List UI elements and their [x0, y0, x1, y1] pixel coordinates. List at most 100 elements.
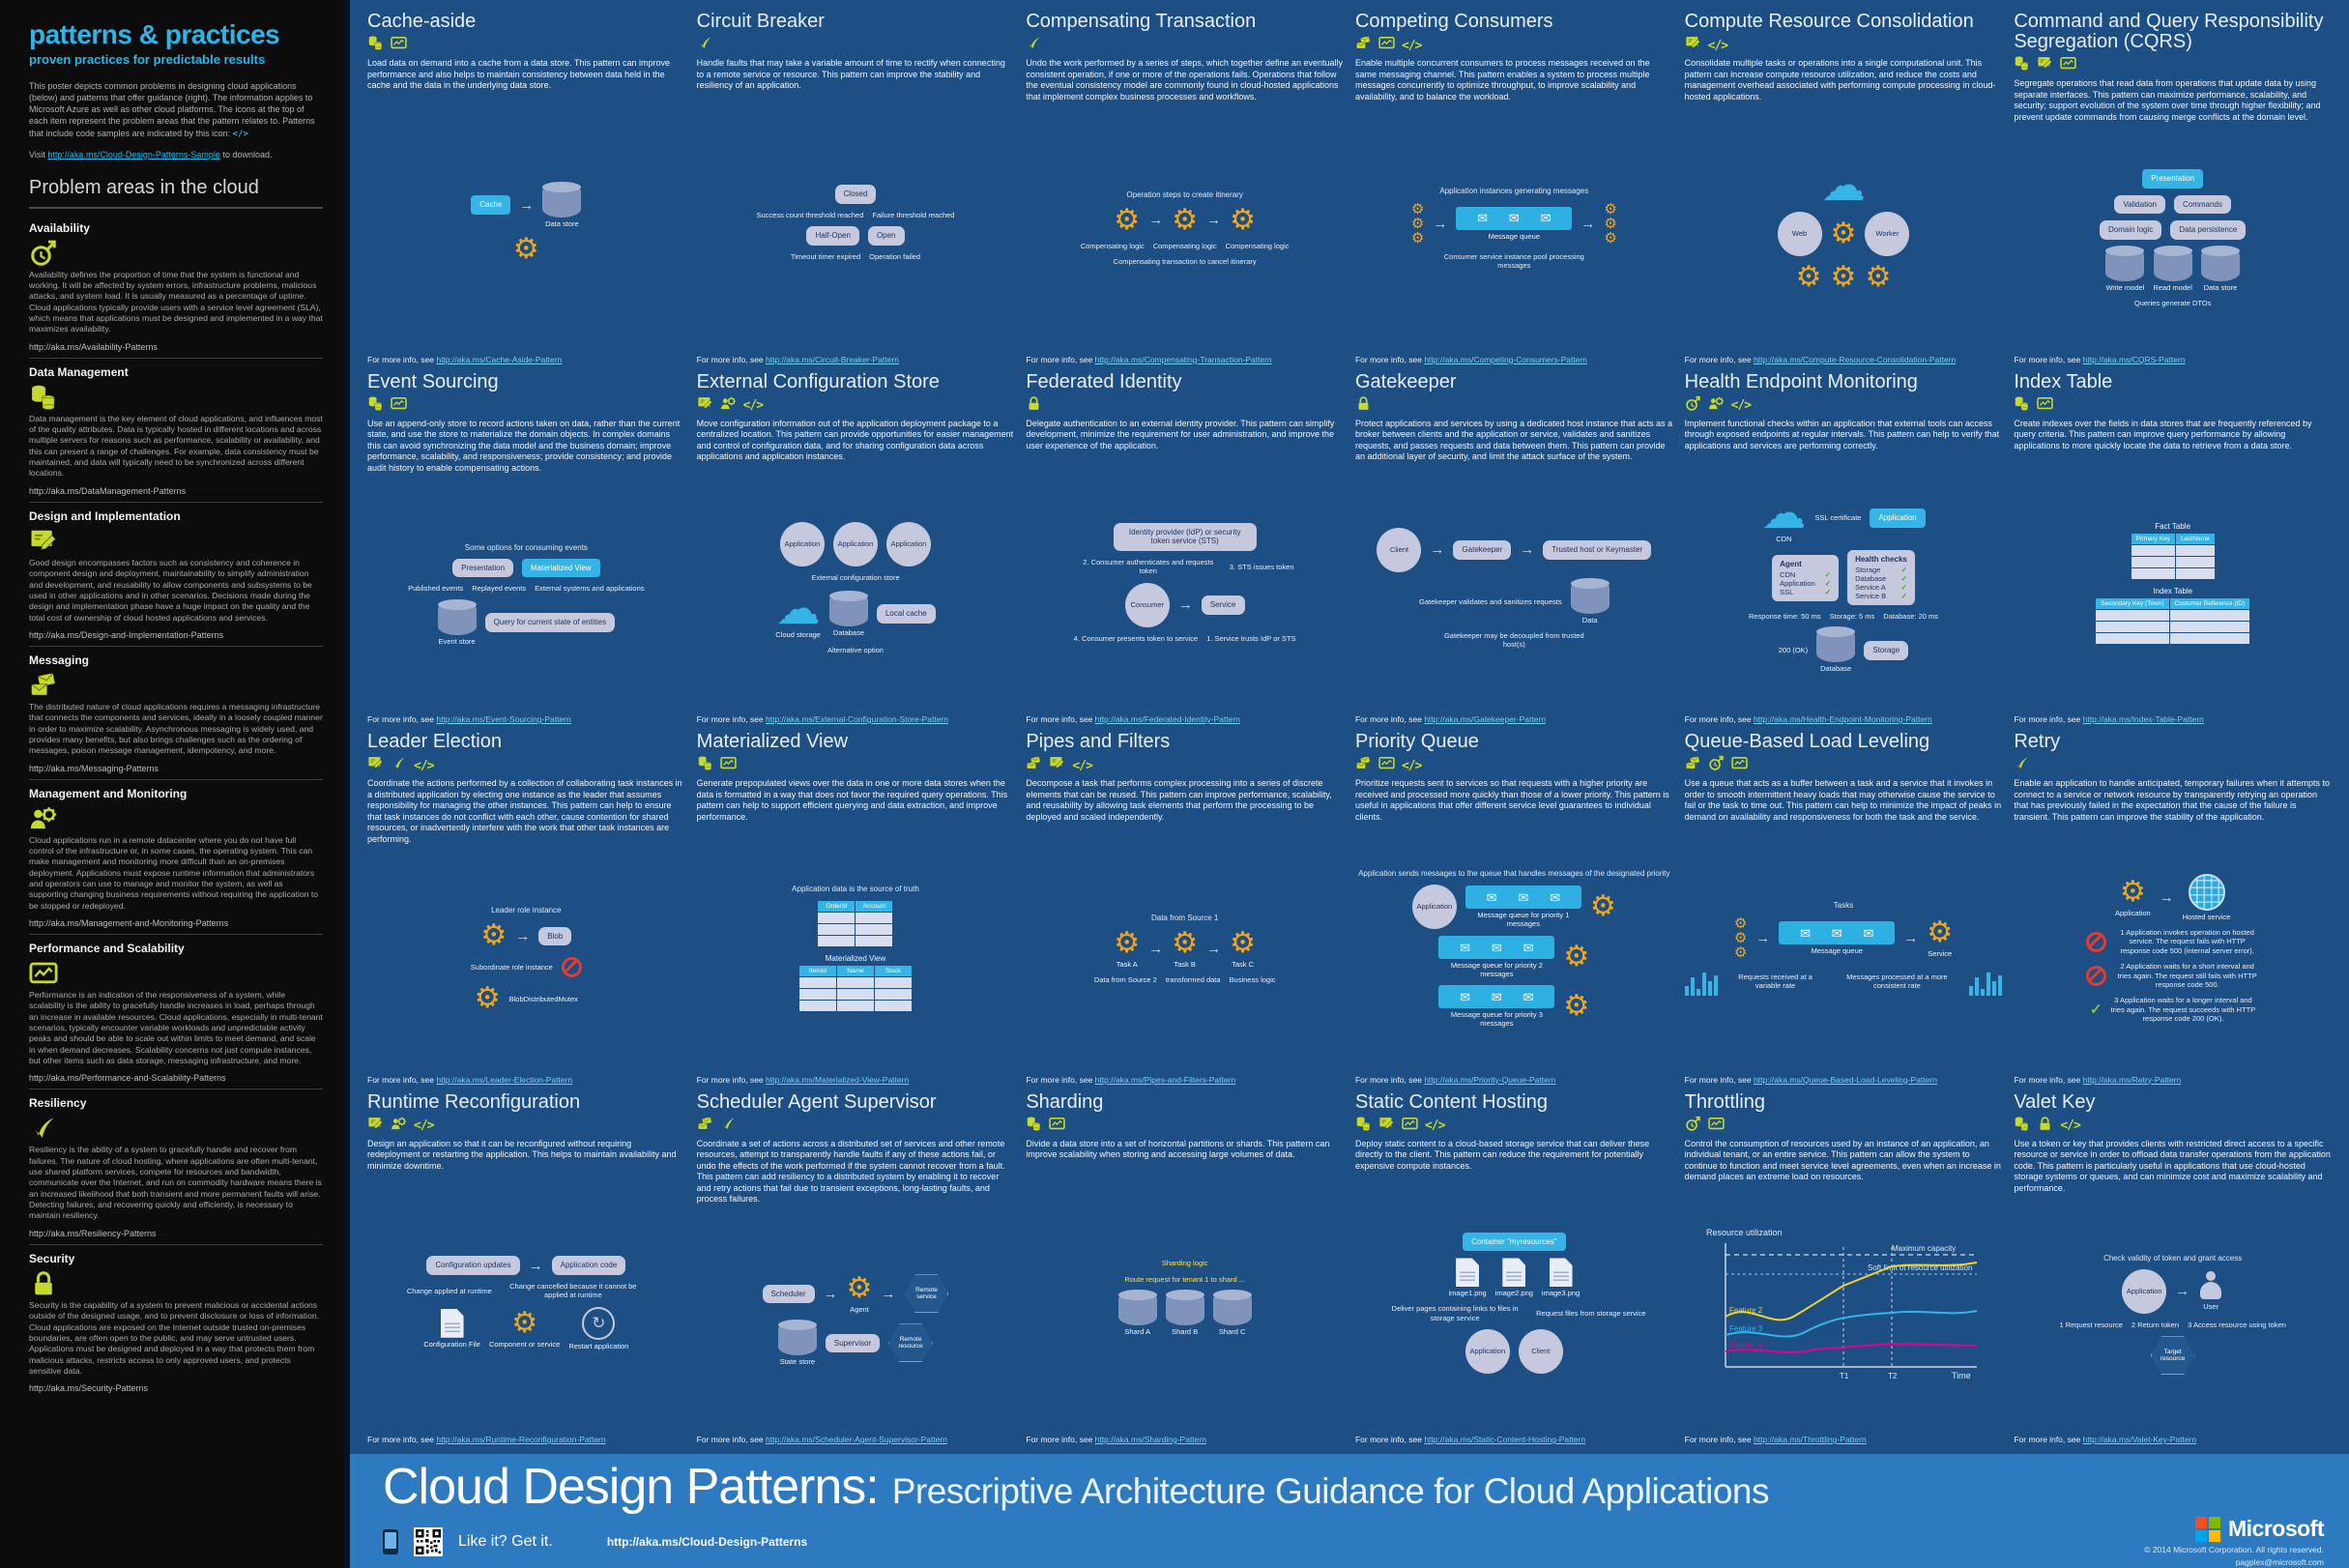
diagram-note: Messages processed at a more consistent …	[1846, 972, 1948, 991]
diagram-note: 2 Return token	[2131, 1320, 2180, 1329]
pattern-description: Use a token or key that provides clients…	[2014, 1138, 2331, 1193]
resiliency-icon	[2014, 755, 2030, 776]
pattern-diagram: ☁Web⚙Worker⚙⚙⚙	[1685, 106, 2003, 350]
pattern-link[interactable]: http://aka.ms/Throttling-Pattern	[1754, 1435, 1867, 1444]
pattern-card-priority-queue: Priority Queue</>Prioritize requests sen…	[1355, 732, 1673, 1090]
message-queue-icon: ✉✉✉	[1438, 936, 1555, 960]
table-cell	[2168, 608, 2251, 622]
section-link[interactable]: http://aka.ms/Design-and-Implementation-…	[29, 629, 224, 640]
pattern-link[interactable]: http://aka.ms/Circuit-Breaker-Pattern	[766, 354, 899, 364]
arrow-icon: →	[1903, 930, 1919, 947]
diagram-caption: Data from Source 1	[1150, 913, 1219, 922]
pattern-link[interactable]: http://aka.ms/Materialized-View-Pattern	[766, 1074, 910, 1085]
table-header-cell: Customer Reference (ID)	[2168, 596, 2251, 610]
pattern-more-info: For more info, see http://aka.ms/Event-S…	[367, 714, 685, 724]
diagram-note: Response time: 50 ms	[1748, 612, 1821, 622]
pattern-link[interactable]: http://aka.ms/Retry-Pattern	[2082, 1074, 2182, 1085]
gear-icon: ⚙	[1230, 203, 1257, 236]
bar-chart-icon	[1969, 967, 2003, 997]
diagram-row: Scheduler→⚙Agent→Remote service	[762, 1273, 949, 1314]
pattern-link[interactable]: http://aka.ms/Federated-Identity-Pattern	[1094, 714, 1240, 724]
pattern-link[interactable]: http://aka.ms/External-Configuration-Sto…	[766, 714, 948, 724]
section-title: Design and Implementation	[29, 508, 181, 523]
pattern-link[interactable]: http://aka.ms/CQRS-Pattern	[2082, 354, 2186, 364]
poster-intro: This poster depicts common problems in d…	[29, 81, 315, 139]
pattern-description: Load data on demand into a cache from a …	[367, 58, 671, 91]
diagram-row: Container "myresources"	[1463, 1232, 1566, 1252]
pattern-link[interactable]: http://aka.ms/Compute-Resource-Consolida…	[1754, 354, 1957, 364]
gear-icon: ⚙	[512, 232, 539, 265]
arrow-icon: →	[515, 927, 531, 944]
section-link[interactable]: http://aka.ms/Management-and-Monitoring-…	[29, 918, 229, 929]
section-link[interactable]: http://aka.ms/Resiliency-Patterns	[29, 1228, 157, 1238]
pattern-category-icons: </>	[2014, 1118, 2332, 1135]
pattern-link[interactable]: http://aka.ms/Competing-Consumers-Patter…	[1424, 354, 1587, 364]
diagram-row: ✓3 Application waits for a longer interv…	[2090, 996, 2256, 1023]
section-link[interactable]: http://aka.ms/Performance-and-Scalabilit…	[29, 1073, 226, 1084]
bar	[1992, 981, 1997, 997]
pattern-category-icons	[2014, 757, 2332, 774]
messaging-icon	[697, 1116, 713, 1137]
more-info-prefix: For more info, see	[1026, 1074, 1095, 1085]
diagram-note: Timeout timer expired	[790, 251, 861, 261]
document-icon	[1456, 1258, 1480, 1288]
section-link[interactable]: http://aka.ms/Security-Patterns	[29, 1383, 149, 1394]
pattern-link[interactable]: http://aka.ms/Static-Content-Hosting-Pat…	[1424, 1435, 1586, 1444]
diagram-cyan-box: Container "myresources"	[1463, 1232, 1566, 1252]
pattern-link[interactable]: http://aka.ms/Runtime-Reconfiguration-Pa…	[436, 1435, 606, 1444]
pattern-link[interactable]: http://aka.ms/Leader-Election-Pattern	[436, 1074, 573, 1085]
pattern-link[interactable]: http://aka.ms/Compensating-Transaction-P…	[1094, 354, 1272, 364]
more-info-prefix: For more info, see	[2014, 1074, 2083, 1085]
pattern-card-external-configuration-store: External Configuration Store</>Move conf…	[697, 372, 1015, 731]
section-link[interactable]: http://aka.ms/Messaging-Patterns	[29, 763, 160, 773]
database-icon	[542, 181, 582, 218]
diagram-note: Request files from storage service	[1536, 1309, 1646, 1319]
section-title: Data Management	[29, 364, 129, 379]
gear-icon: ⚙	[1410, 215, 1425, 232]
pattern-link[interactable]: http://aka.ms/Health-Endpoint-Monitoring…	[1754, 714, 1932, 724]
gear-item: ⚙	[1831, 262, 1857, 292]
gear-item: ⚙Agent	[847, 1273, 873, 1314]
arrow-icon: →	[1148, 212, 1164, 229]
availability-icon	[1685, 1116, 1701, 1137]
bar	[1986, 973, 1991, 997]
pattern-title: Gatekeeper	[1354, 371, 1457, 392]
pattern-link[interactable]: http://aka.ms/Queue-Based-Load-Leveling-…	[1754, 1074, 1937, 1085]
section-link[interactable]: http://aka.ms/DataManagement-Patterns	[29, 485, 187, 496]
pattern-link[interactable]: http://aka.ms/Event-Sourcing-Pattern	[436, 714, 571, 724]
diagram-note: Subordinate role instance	[470, 963, 553, 973]
section-link[interactable]: http://aka.ms/Availability-Patterns	[29, 341, 158, 352]
diagram-note: 2 Application waits for a short interval…	[2117, 962, 2257, 989]
diagram-label: User	[2203, 1302, 2219, 1312]
diagram-box: Domain logic	[2100, 220, 2162, 240]
restart-item: ↻Restart application	[568, 1306, 628, 1350]
pattern-link[interactable]: http://aka.ms/Valet-Key-Pattern	[2082, 1435, 2197, 1444]
pattern-title: Scheduler Agent Supervisor	[696, 1091, 937, 1113]
globe-item: Hosted service	[2183, 874, 2230, 921]
diagram-label: Message queue	[1811, 946, 1863, 956]
diagram-circle: Application	[2122, 1268, 2167, 1314]
diagram-box: Open	[867, 226, 905, 246]
sample-download-link[interactable]: http://aka.ms/Cloud-Design-Patterns-Samp…	[47, 149, 220, 160]
pattern-link[interactable]: http://aka.ms/Index-Table-Pattern	[2082, 714, 2204, 724]
svg-text:Time: Time	[1952, 1371, 1971, 1380]
pattern-link[interactable]: http://aka.ms/Pipes-and-Filters-Pattern	[1094, 1074, 1236, 1085]
pattern-link[interactable]: http://aka.ms/Scheduler-Agent-Supervisor…	[766, 1435, 948, 1444]
diagram-note: 2. Consumer authenticates and requests t…	[1083, 558, 1214, 576]
pattern-title: Retry	[2014, 732, 2061, 752]
diagram-row: Route request for tenant 1 to shard ...	[1124, 1275, 1245, 1284]
pattern-link[interactable]: http://aka.ms/Cache-Aside-Pattern	[436, 354, 563, 364]
diagram-note: Deliver pages containing links to files …	[1391, 1304, 1519, 1322]
pattern-link[interactable]: http://aka.ms/Priority-Queue-Pattern	[1424, 1074, 1556, 1085]
gear-icon: ⚙	[1230, 926, 1257, 959]
pattern-link[interactable]: http://aka.ms/Sharding-Pattern	[1094, 1435, 1206, 1444]
pattern-link[interactable]: http://aka.ms/Gatekeeper-Pattern	[1424, 714, 1547, 724]
more-info-prefix: For more info, see	[1026, 1435, 1095, 1444]
diagram-label: Task B	[1174, 959, 1196, 969]
more-info-prefix: For more info, see	[2014, 714, 2083, 724]
